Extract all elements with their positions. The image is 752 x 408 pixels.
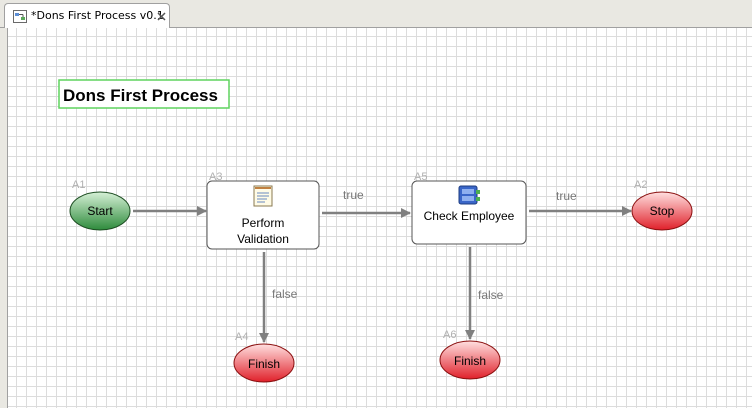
editor-tab-bar: *Dons First Process v0.1 xyxy=(0,0,752,28)
start-node[interactable]: A1 Start xyxy=(69,179,131,231)
edge-a3-a4[interactable]: false xyxy=(259,252,298,343)
editor-tab[interactable]: *Dons First Process v0.1 xyxy=(4,3,170,28)
node-id-label: A1 xyxy=(72,179,85,191)
process-title: Dons First Process xyxy=(63,86,218,105)
node-label-line2: Validation xyxy=(237,232,289,246)
node-label: Stop xyxy=(650,204,675,218)
edge-label-true: true xyxy=(556,189,577,203)
editor-tab-title: *Dons First Process v0.1 xyxy=(31,9,164,22)
editor-left-border xyxy=(0,28,7,408)
node-id-label: A3 xyxy=(209,171,222,183)
node-label: Finish xyxy=(248,357,280,371)
process-title-box[interactable]: Dons First Process xyxy=(58,79,230,109)
node-label: Check Employee xyxy=(424,209,515,223)
edge-a5-a6[interactable]: false xyxy=(465,247,504,340)
close-icon[interactable] xyxy=(157,12,166,21)
finish-node-a6[interactable]: A6 Finish xyxy=(439,329,501,380)
edge-label-true: true xyxy=(343,188,364,202)
node-label: Finish xyxy=(454,354,486,368)
node-label-line1: Perform xyxy=(242,216,285,230)
perform-validation-node[interactable]: A3 Perform Validation xyxy=(206,171,320,250)
process-file-icon xyxy=(13,10,27,23)
edge-label-false: false xyxy=(478,288,504,302)
edge-a5-a2[interactable]: true xyxy=(529,189,632,216)
check-employee-node[interactable]: A5 Check Employee xyxy=(411,171,527,245)
process-canvas[interactable]: Dons First Process true true false false… xyxy=(7,28,752,408)
edge-a3-a5[interactable]: true xyxy=(322,188,411,218)
node-id-label: A5 xyxy=(414,171,427,183)
node-id-label: A2 xyxy=(634,179,647,191)
document-icon xyxy=(253,185,273,207)
process-diagram: Dons First Process true true false false… xyxy=(58,79,693,383)
stop-node[interactable]: A2 Stop xyxy=(631,179,693,231)
node-id-label: A4 xyxy=(235,331,248,343)
edge-label-false: false xyxy=(272,287,298,301)
node-label: Start xyxy=(87,204,113,218)
node-id-label: A6 xyxy=(443,329,456,341)
database-icon xyxy=(458,185,480,205)
finish-node-a4[interactable]: A4 Finish xyxy=(233,331,295,383)
